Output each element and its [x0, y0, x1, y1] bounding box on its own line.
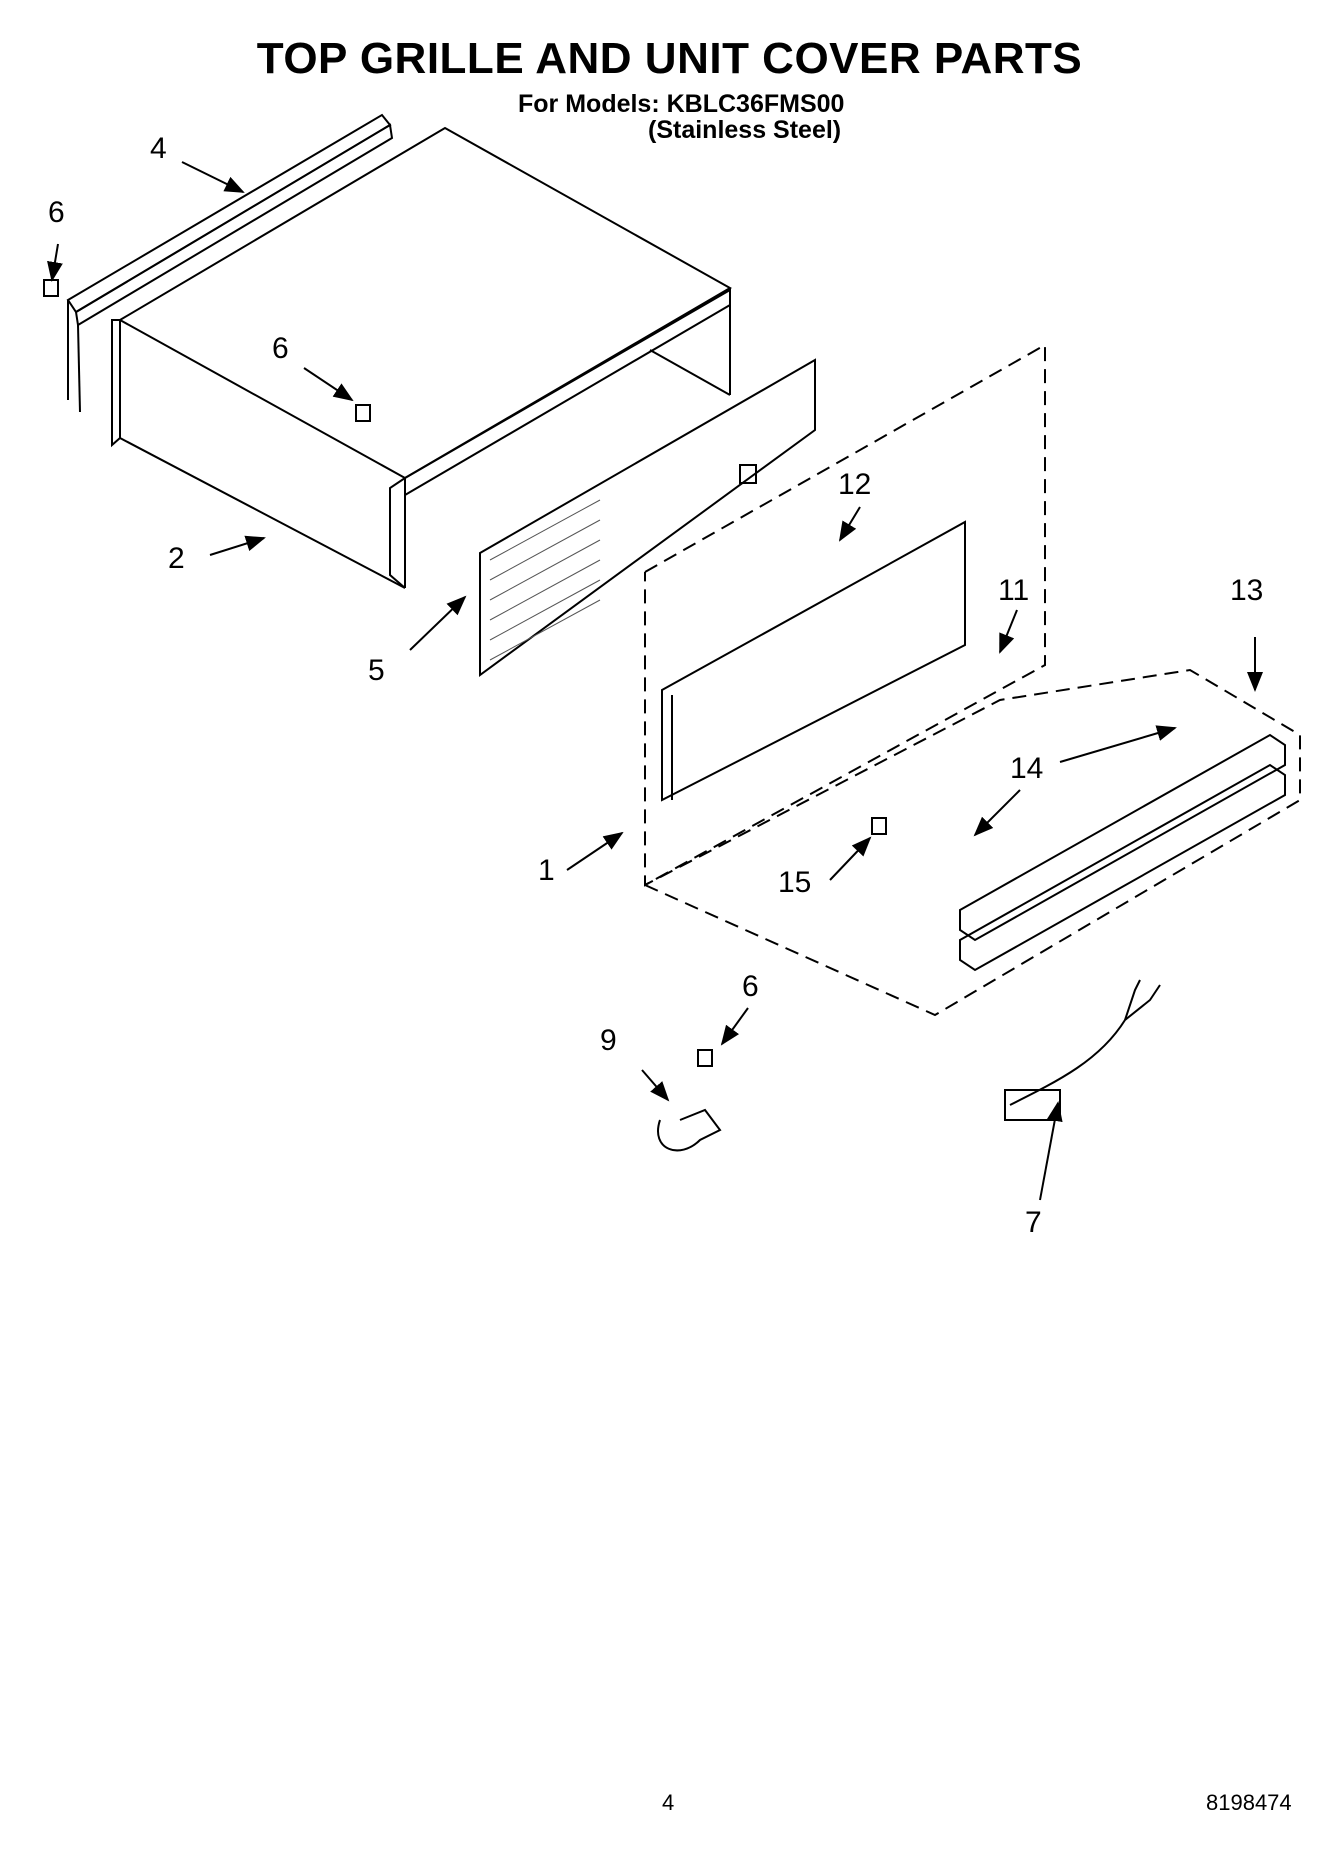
document-number: 8198474	[1206, 1790, 1292, 1815]
leader-lines	[47, 161, 1263, 1201]
callout-5: 5	[368, 654, 385, 687]
callout-9: 9	[600, 1024, 617, 1057]
wire-harness	[1004, 979, 1161, 1121]
rear-grille-strip	[66, 113, 394, 413]
top-grille-panel	[661, 520, 966, 802]
screw-icon	[43, 279, 887, 1067]
grille-vents	[489, 499, 601, 661]
finish-line: (Stainless Steel)	[648, 116, 842, 144]
callout-6a: 6	[48, 196, 65, 229]
callout-7: 7	[1025, 1206, 1042, 1239]
clip	[657, 1108, 722, 1152]
page-number: 4	[662, 1790, 675, 1815]
grille-panel	[479, 358, 816, 677]
callout-15: 15	[778, 866, 811, 899]
callout-11: 11	[998, 574, 1029, 607]
unit-cover	[111, 126, 733, 589]
assembly-outline-1	[644, 343, 1046, 887]
callout-14: 14	[1010, 752, 1043, 785]
models-line: For Models: KBLC36FMS00	[518, 90, 845, 118]
callout-12: 12	[838, 468, 871, 501]
callout-6b: 6	[272, 332, 289, 365]
callout-6c: 6	[742, 970, 759, 1003]
callout-13: 13	[1230, 574, 1263, 607]
page-title: TOP GRILLE AND UNIT COVER PARTS	[256, 34, 1083, 83]
callout-2: 2	[168, 542, 185, 575]
trim-bar	[959, 733, 1286, 972]
callout-4: 4	[150, 132, 167, 165]
assembly-outline-13	[644, 668, 1301, 1017]
callout-1: 1	[538, 854, 555, 887]
